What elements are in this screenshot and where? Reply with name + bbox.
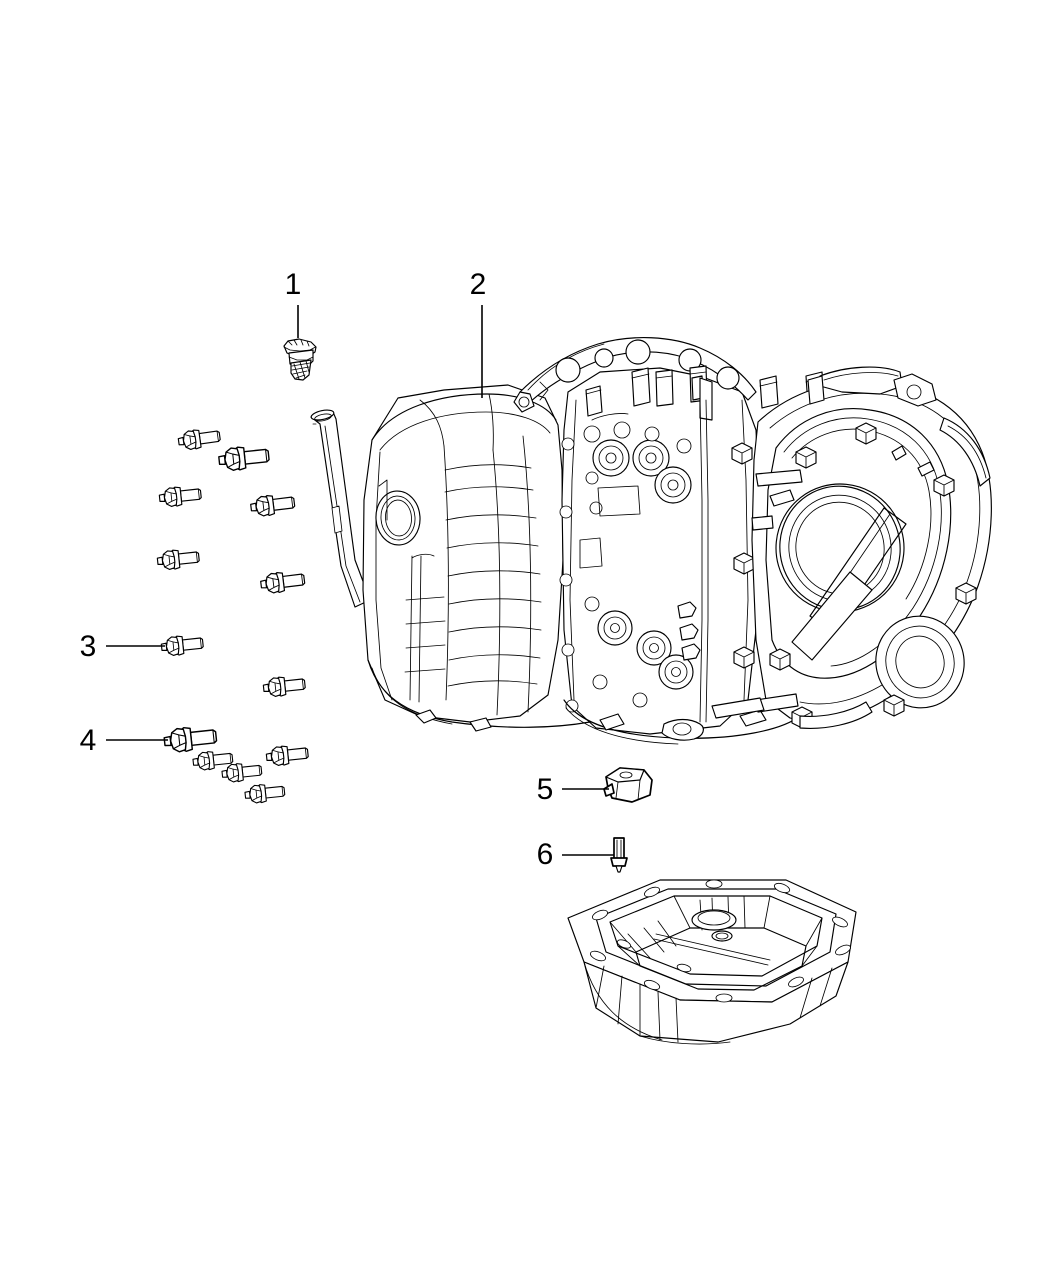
valve-body-bosses-upper bbox=[583, 421, 692, 515]
bolt bbox=[265, 742, 310, 768]
part-oil-pan-magnet bbox=[603, 767, 653, 803]
callout-2: 2 bbox=[470, 268, 487, 398]
bolt bbox=[217, 443, 271, 473]
valve-body-bosses-lower bbox=[584, 596, 694, 708]
callout-6: 6 bbox=[537, 838, 614, 871]
callout-5-label: 5 bbox=[537, 773, 554, 806]
callout-1: 1 bbox=[285, 268, 302, 338]
bolt bbox=[249, 491, 297, 519]
bolt bbox=[220, 760, 263, 784]
bolt bbox=[156, 546, 201, 572]
callout-3-label: 3 bbox=[80, 630, 97, 663]
callout-4-label: 4 bbox=[80, 724, 97, 757]
bolt bbox=[243, 781, 286, 805]
bolt bbox=[262, 673, 307, 699]
part-input-speed-sensor bbox=[283, 338, 317, 381]
callout-3: 3 bbox=[80, 630, 165, 663]
bolt bbox=[158, 483, 203, 509]
bolt bbox=[259, 568, 307, 596]
part-transmission-case-assembly bbox=[310, 337, 992, 745]
dipstick-filler-tube bbox=[310, 409, 371, 608]
callout-6-label: 6 bbox=[537, 838, 554, 871]
callout-4: 4 bbox=[80, 724, 168, 757]
callout-1-label: 1 bbox=[285, 268, 302, 301]
callout-5: 5 bbox=[537, 773, 609, 806]
callouts-layer: 1 2 3 4 5 6 bbox=[80, 268, 614, 871]
bolt-callout-4 bbox=[162, 723, 219, 755]
bolt-callout-3 bbox=[160, 632, 205, 658]
part-drain-plug-screw bbox=[610, 837, 628, 873]
pan-bolt-holes bbox=[590, 879, 851, 1003]
bolt bbox=[176, 425, 222, 452]
callout-2-label: 2 bbox=[470, 268, 487, 301]
bolt-cluster bbox=[156, 425, 310, 805]
part-transmission-oil-pan bbox=[567, 879, 857, 1045]
